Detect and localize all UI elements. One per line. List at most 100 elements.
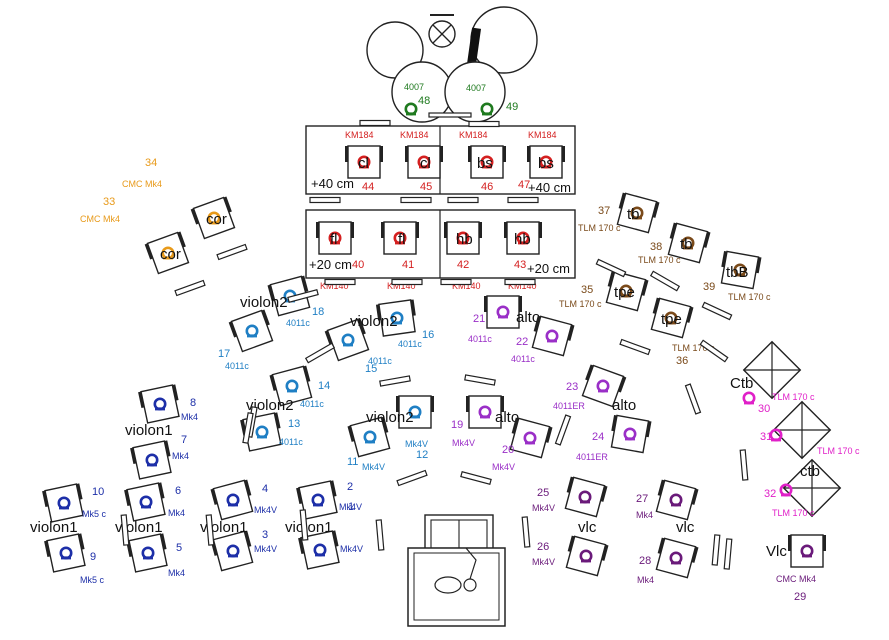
- instrument-label: alto: [612, 397, 636, 414]
- double-bass-case: [772, 400, 832, 460]
- mic-label: CMC Mk4: [80, 214, 120, 224]
- instrument-label: violon1: [125, 422, 173, 439]
- microphone-icon: [523, 431, 537, 445]
- music-stand: [205, 514, 215, 546]
- microphone-icon: [161, 246, 175, 260]
- chair: [788, 534, 826, 568]
- microphone-icon: [153, 397, 167, 411]
- mic-label: 4007: [466, 83, 486, 93]
- instrument-label: hb: [514, 231, 531, 248]
- mic-label: KM184: [345, 130, 374, 140]
- mic-label: Mk4V: [492, 462, 515, 472]
- music-stand: [324, 278, 356, 286]
- chair: [324, 318, 370, 362]
- mic-label: 4011c: [286, 318, 310, 328]
- instrument-label: tbB: [726, 264, 749, 281]
- position-number: 35: [581, 284, 593, 296]
- music-stand: [396, 469, 428, 487]
- instrument-label: vlc: [676, 519, 695, 536]
- microphone-icon: [579, 549, 593, 563]
- microphone-icon: [393, 231, 407, 245]
- mic-label: TLM 170 c: [672, 343, 715, 353]
- position-number: 47: [518, 179, 530, 191]
- music-stand: [440, 278, 472, 286]
- mic-label: TLM 170 c: [817, 446, 860, 456]
- chair: [655, 537, 699, 579]
- mic-label: Mk4: [168, 508, 185, 518]
- mic-label: Mk4V: [254, 544, 277, 554]
- instrument-label: tpe: [661, 311, 682, 328]
- chair: [581, 364, 627, 408]
- position-number: 41: [402, 259, 414, 271]
- mic-label: KM140: [452, 281, 481, 291]
- mic-label: 4011c: [225, 361, 249, 371]
- mic-label: 4011ER: [576, 452, 608, 462]
- mic-label: 4011ER: [553, 401, 585, 411]
- music-stand: [504, 278, 536, 286]
- instrument-label: alto: [495, 409, 519, 426]
- position-number: 25: [537, 487, 549, 499]
- instrument-label: ctb: [800, 463, 820, 480]
- chair: [138, 384, 180, 424]
- microphone-icon: [800, 544, 814, 558]
- chair: [130, 440, 172, 480]
- music-stand: [711, 534, 721, 566]
- chair: [210, 479, 254, 521]
- chair: [650, 297, 694, 339]
- music-stand: [701, 301, 733, 321]
- instrument-label: cl: [420, 155, 431, 172]
- instrument-label: bs: [477, 155, 493, 172]
- position-number: 39: [703, 281, 715, 293]
- chair: [468, 145, 506, 179]
- conductor-figure: [434, 576, 462, 594]
- microphone-icon: [480, 155, 494, 169]
- microphone-icon: [478, 405, 492, 419]
- position-number: 19: [451, 419, 463, 431]
- chair: [484, 295, 522, 329]
- microphone-icon: [141, 546, 155, 560]
- chair: [190, 196, 236, 240]
- microphone-icon: [669, 551, 683, 565]
- position-number: 23: [566, 381, 578, 393]
- mic-label: Mk4: [181, 412, 198, 422]
- instrument-label: Vlc: [766, 543, 787, 560]
- music-stand: [468, 120, 500, 128]
- chair: [667, 222, 711, 264]
- timpani-group: [366, 6, 538, 123]
- position-number: 4: [262, 483, 268, 495]
- mic-label: Mk4: [172, 451, 189, 461]
- chair: [210, 530, 254, 572]
- mic-label: Mk4V: [340, 544, 363, 554]
- microphone-icon: [341, 333, 355, 347]
- mic-label: TLM 170 c: [772, 508, 815, 518]
- position-number: 12: [416, 449, 428, 461]
- microphone-icon: [226, 493, 240, 507]
- mic-label: KM184: [459, 130, 488, 140]
- chair: [527, 145, 565, 179]
- position-number: 14: [318, 380, 330, 392]
- music-stand: [464, 374, 496, 386]
- mic-label: 4011c: [300, 399, 324, 409]
- music-stand: [428, 112, 472, 118]
- microphone-icon: [669, 493, 683, 507]
- microphone-icon: [545, 329, 559, 343]
